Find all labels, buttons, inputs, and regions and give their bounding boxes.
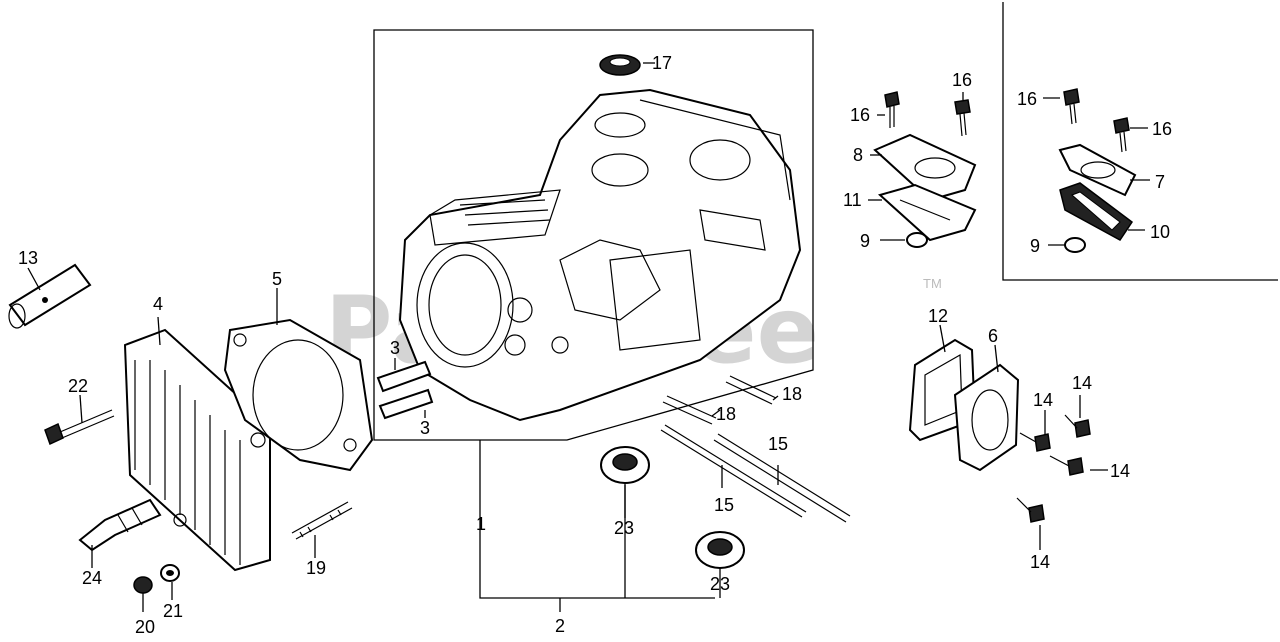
callout-16b: 16: [952, 70, 972, 90]
stud-18-upper: [725, 375, 777, 405]
callout-16c: 16: [1017, 89, 1037, 109]
callout-19: 19: [306, 558, 326, 578]
stud-19: [291, 501, 353, 540]
callout-10: 10: [1150, 222, 1170, 242]
bolt-14-d: [1016, 497, 1045, 523]
callout-1: 1: [476, 514, 486, 534]
spark-plug-wrench-13: [8, 263, 92, 329]
breather-cover-7: [1058, 143, 1137, 197]
callout-5: 5: [272, 269, 282, 289]
callout-11: 11: [843, 190, 862, 210]
bolt-14-a: [1064, 414, 1091, 438]
long-stud-15-b: [713, 433, 851, 523]
callout-13: 13: [18, 248, 38, 268]
breather-valve-9-inset: [1064, 237, 1086, 253]
callout-16d: 16: [1152, 119, 1172, 139]
callout-17: 17: [652, 53, 672, 73]
callout-18b: 18: [716, 404, 736, 424]
stud-18-lower: [662, 395, 717, 425]
watermark-trademark: TM: [923, 276, 942, 291]
cylinder-block: [398, 88, 802, 422]
head-gasket-5: [223, 318, 374, 472]
callout-7: 7: [1155, 172, 1165, 192]
callout-15b: 15: [768, 434, 788, 454]
callout-2: 2: [555, 616, 565, 636]
callout-18a: 18: [782, 384, 802, 404]
bearing-23-lower: [695, 531, 745, 569]
callout-16a: 16: [850, 105, 870, 125]
callout-14d: 14: [1030, 552, 1050, 572]
head-bolt-22: [44, 409, 115, 446]
callout-24: 24: [82, 568, 102, 588]
bolt-16-b: [954, 99, 971, 137]
washer-21: [160, 564, 180, 582]
long-stud-15-a: [660, 424, 807, 518]
callout-23b: 23: [710, 574, 730, 594]
callout-14a: 14: [1033, 390, 1053, 410]
callout-14c: 14: [1110, 461, 1130, 481]
spark-plug-24: [78, 498, 162, 552]
callout-9b: 9: [1030, 236, 1040, 256]
callout-14b: 14: [1072, 373, 1092, 393]
bolt-16-c: [1063, 88, 1080, 125]
bolt-14-b: [1019, 432, 1051, 452]
callout-22: 22: [68, 376, 88, 396]
bolt-16-d: [1113, 117, 1130, 153]
cylinder-block-frame: [373, 29, 814, 441]
breather-valve-9-center: [906, 232, 928, 248]
bolt-16-a: [884, 91, 900, 128]
cylinder-head-4: [123, 328, 271, 572]
callout-labels: 1 2 3 3 4 5 6 7 8 9 9 10 11 12 13 14 14 …: [18, 53, 1172, 637]
oil-seal-17: [599, 54, 641, 76]
breather-gasket-11: [877, 183, 977, 242]
callout-4: 4: [153, 294, 163, 314]
callout-15a: 15: [714, 495, 734, 515]
callout-12: 12: [928, 306, 948, 326]
side-cover-6: [953, 363, 1020, 472]
callout-3b: 3: [420, 418, 430, 438]
callout-20: 20: [135, 617, 155, 637]
callout-8: 8: [853, 145, 863, 165]
dowel-pins-3: [376, 360, 434, 420]
callout-21: 21: [163, 601, 183, 621]
callout-6: 6: [988, 326, 998, 346]
bolt-14-c: [1049, 455, 1084, 476]
callout-23a: 23: [614, 518, 634, 538]
alt-breather-inset-frame: [1002, 2, 1278, 281]
callout-9a: 9: [860, 231, 870, 251]
leader-lines: [27, 62, 1150, 612]
callout-3a: 3: [390, 338, 400, 358]
bearing-23-upper: [600, 446, 650, 484]
washer-20: [133, 576, 153, 594]
breather-gasket-10: [1059, 182, 1134, 241]
